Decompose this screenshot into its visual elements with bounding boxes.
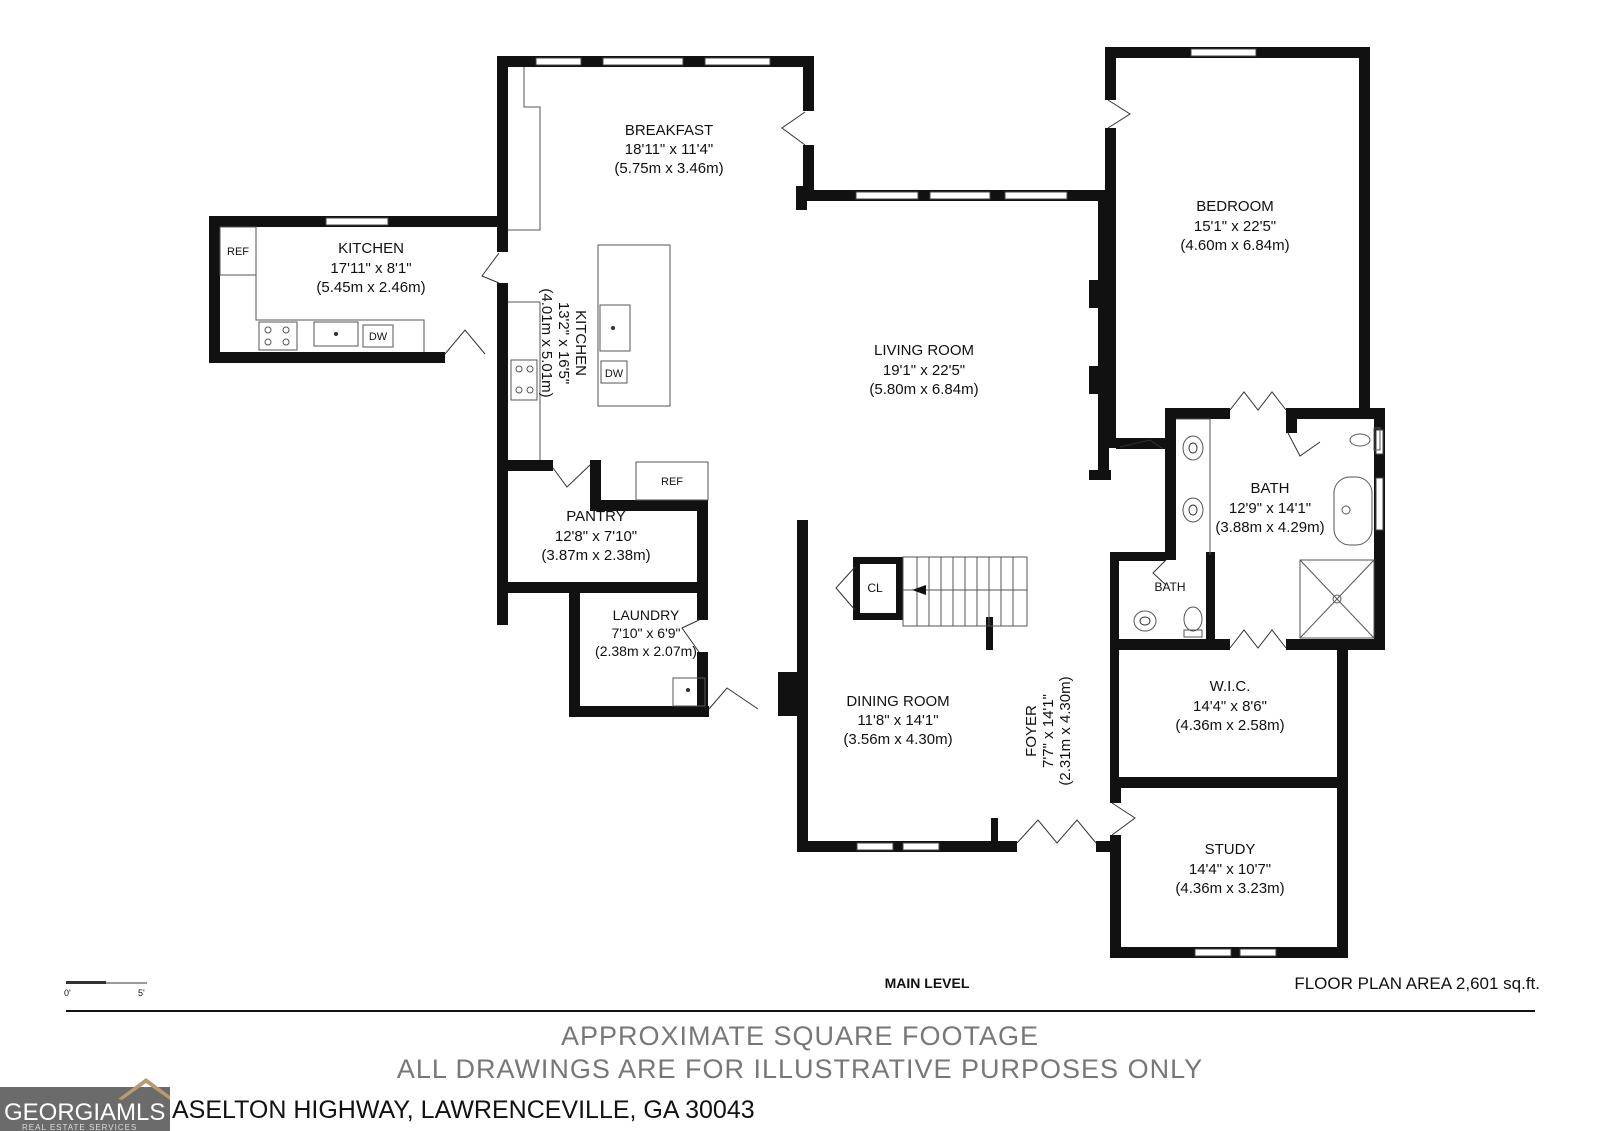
georgia-mls-logo: GEORGIAMLS REAL ESTATE SERVICES — [0, 1078, 170, 1131]
svg-text:0': 0' — [64, 988, 71, 998]
svg-text:GEORGIAMLS: GEORGIAMLS — [4, 1099, 165, 1126]
svg-text:14'4" x 10'7": 14'4" x 10'7" — [1189, 861, 1271, 878]
svg-text:13'2" x 16'5": 13'2" x 16'5" — [555, 302, 572, 384]
room-breakfast: BREAKFAST 18'11" x 11'4" (5.75m x 3.46m) — [614, 122, 723, 177]
svg-text:(3.88m x 4.29m): (3.88m x 4.29m) — [1215, 519, 1324, 536]
svg-text:DINING ROOM: DINING ROOM — [846, 693, 949, 710]
svg-text:KITCHEN: KITCHEN — [572, 310, 589, 376]
svg-text:FOYER: FOYER — [1023, 705, 1040, 757]
room-kitchen-island: KITCHEN 13'2" x 16'5" (4.01m x 5.01m) — [538, 288, 589, 397]
footer-line-1: APPROXIMATE SQUARE FOOTAGE — [561, 1021, 1039, 1051]
room-half-bath: BATH — [1154, 580, 1185, 594]
svg-text:19'1" x 22'5": 19'1" x 22'5" — [883, 362, 965, 379]
svg-text:18'11" x 11'4": 18'11" x 11'4" — [625, 141, 713, 158]
svg-text:REAL ESTATE SERVICES: REAL ESTATE SERVICES — [22, 1123, 137, 1131]
level-label: MAIN LEVEL — [885, 975, 970, 991]
svg-text:(2.31m x 4.30m): (2.31m x 4.30m) — [1057, 676, 1074, 785]
dw-label-left: DW — [369, 331, 388, 343]
room-pantry: PANTRY 12'8" x 7'10" (3.87m x 2.38m) — [541, 508, 650, 564]
svg-text:KITCHEN: KITCHEN — [338, 240, 404, 257]
dw-left — [362, 324, 394, 348]
svg-text:STUDY: STUDY — [1205, 841, 1256, 858]
windows — [325, 48, 1384, 957]
svg-text:5': 5' — [138, 988, 145, 998]
svg-text:(5.45m x 2.46m): (5.45m x 2.46m) — [316, 279, 425, 296]
ref-left — [219, 226, 257, 276]
svg-text:(3.56m x 4.30m): (3.56m x 4.30m) — [843, 731, 952, 748]
room-study: STUDY 14'4" x 10'7" (4.36m x 3.23m) — [1175, 841, 1284, 897]
range-left — [258, 321, 298, 351]
svg-text:(4.36m x 3.23m): (4.36m x 3.23m) — [1175, 880, 1284, 897]
island-dw — [600, 360, 628, 384]
island — [597, 244, 671, 407]
svg-text:7'7" x 14'1": 7'7" x 14'1" — [1040, 694, 1057, 768]
range-right — [510, 359, 538, 401]
svg-text:14'4" x 8'6": 14'4" x 8'6" — [1193, 698, 1267, 715]
walls — [209, 47, 1385, 958]
svg-text:LIVING ROOM: LIVING ROOM — [874, 342, 974, 359]
svg-text:12'9" x 14'1": 12'9" x 14'1" — [1229, 500, 1311, 517]
scale-bar: 0' 5' — [64, 981, 147, 998]
room-living: LIVING ROOM 19'1" x 22'5" (5.80m x 6.84m… — [869, 342, 978, 398]
stair-arrow — [912, 585, 926, 595]
svg-text:(5.75m x 3.46m): (5.75m x 3.46m) — [614, 160, 723, 177]
svg-text:17'11" x 8'1": 17'11" x 8'1" — [330, 260, 411, 277]
svg-text:(5.80m x 6.84m): (5.80m x 6.84m) — [869, 381, 978, 398]
fixtures — [219, 67, 1381, 707]
room-kitchen: KITCHEN 17'11" x 8'1" (5.45m x 2.46m) — [316, 240, 425, 296]
svg-text:(2.38m x 2.07m): (2.38m x 2.07m) — [595, 643, 697, 659]
svg-text:11'8" x 14'1": 11'8" x 14'1" — [857, 712, 938, 729]
svg-text:BREAKFAST: BREAKFAST — [625, 122, 713, 139]
divider-line — [66, 1010, 1535, 1012]
svg-text:(4.36m x 2.58m): (4.36m x 2.58m) — [1175, 717, 1284, 734]
address: ASELTON HIGHWAY, LAWRENCEVILLE, GA 30043 — [172, 1096, 755, 1124]
shower — [1299, 559, 1375, 639]
sink-left — [313, 321, 359, 347]
svg-text:W.I.C.: W.I.C. — [1210, 678, 1251, 695]
room-foyer: FOYER 7'7" x 14'1" (2.31m x 4.30m) — [1023, 676, 1074, 785]
svg-text:BEDROOM: BEDROOM — [1196, 198, 1274, 215]
ref-pantry — [635, 461, 709, 501]
ref-label-pantry: REF — [661, 476, 683, 488]
room-bath: BATH 12'9" x 14'1" (3.88m x 4.29m) — [1215, 480, 1324, 536]
room-closet: CL — [867, 581, 883, 595]
dw-label-island: DW — [605, 368, 624, 380]
svg-text:BATH: BATH — [1251, 480, 1290, 497]
svg-text:LAUNDRY: LAUNDRY — [613, 607, 680, 623]
svg-text:(3.87m x 2.38m): (3.87m x 2.38m) — [541, 547, 650, 564]
room-bedroom: BEDROOM 15'1" x 22'5" (4.60m x 6.84m) — [1180, 198, 1289, 254]
room-dining: DINING ROOM 11'8" x 14'1" (3.56m x 4.30m… — [843, 693, 952, 748]
room-wic: W.I.C. 14'4" x 8'6" (4.36m x 2.58m) — [1175, 678, 1284, 734]
stair-treads — [903, 557, 1027, 626]
island-sink — [599, 304, 631, 352]
footer-line-2: ALL DRAWINGS ARE FOR ILLUSTRATIVE PURPOS… — [397, 1054, 1203, 1084]
svg-text:12'8" x 7'10": 12'8" x 7'10" — [555, 528, 637, 545]
tub — [1333, 476, 1373, 546]
room-laundry: LAUNDRY 7'10" x 6'9" (2.38m x 2.07m) — [595, 607, 697, 659]
svg-text:PANTRY: PANTRY — [566, 508, 625, 525]
svg-text:7'10" x 6'9": 7'10" x 6'9" — [612, 625, 681, 641]
doors — [444, 99, 1321, 844]
svg-text:15'1" x 22'5": 15'1" x 22'5" — [1194, 218, 1276, 235]
ref-label-left: REF — [227, 246, 249, 258]
svg-text:(4.01m x 5.01m): (4.01m x 5.01m) — [538, 288, 555, 397]
floor-area: FLOOR PLAN AREA 2,601 sq.ft. — [1294, 974, 1540, 993]
svg-text:(4.60m x 6.84m): (4.60m x 6.84m) — [1180, 237, 1289, 254]
